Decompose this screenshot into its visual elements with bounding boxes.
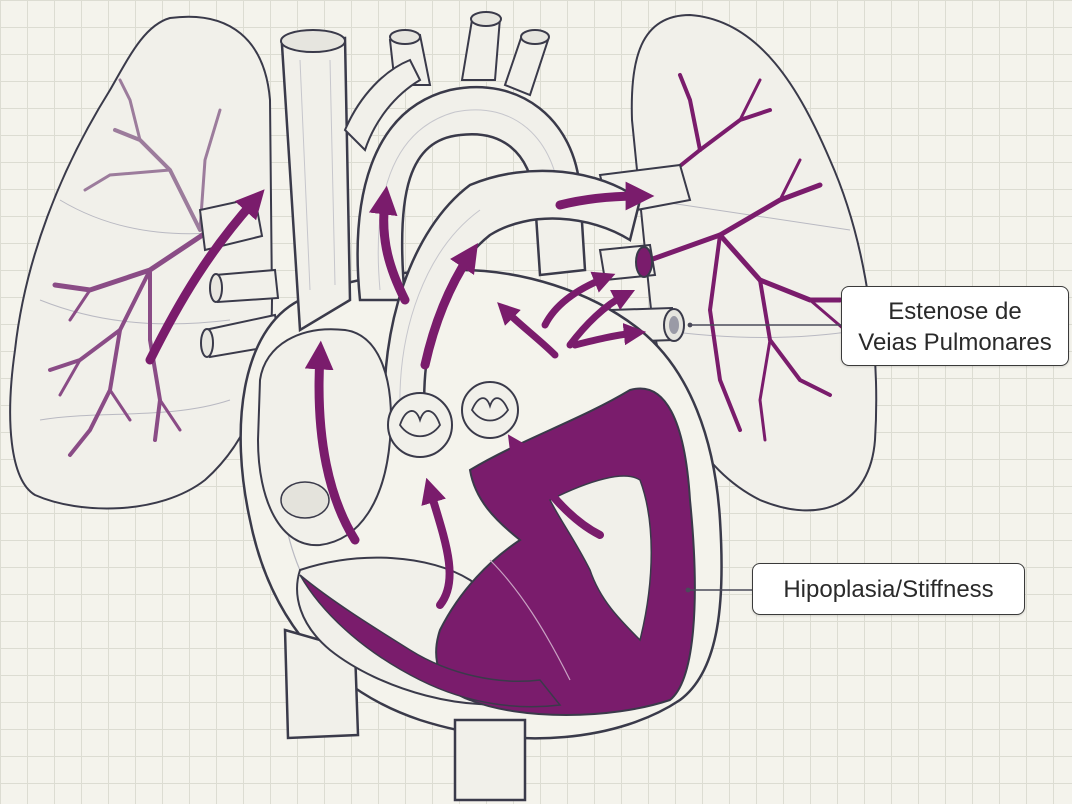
callout-hypoplasia: Hipoplasia/Stiffness: [752, 563, 1025, 615]
callout-line-1: Estenose de: [842, 296, 1068, 327]
left-lung: [10, 17, 272, 509]
callout-line-2: Veias Pulmonares: [842, 327, 1068, 358]
callout-hypoplasia-text: Hipoplasia/Stiffness: [753, 574, 1024, 605]
callout-pulmonary-vein-stenosis: Estenose de Veias Pulmonares: [841, 286, 1069, 366]
